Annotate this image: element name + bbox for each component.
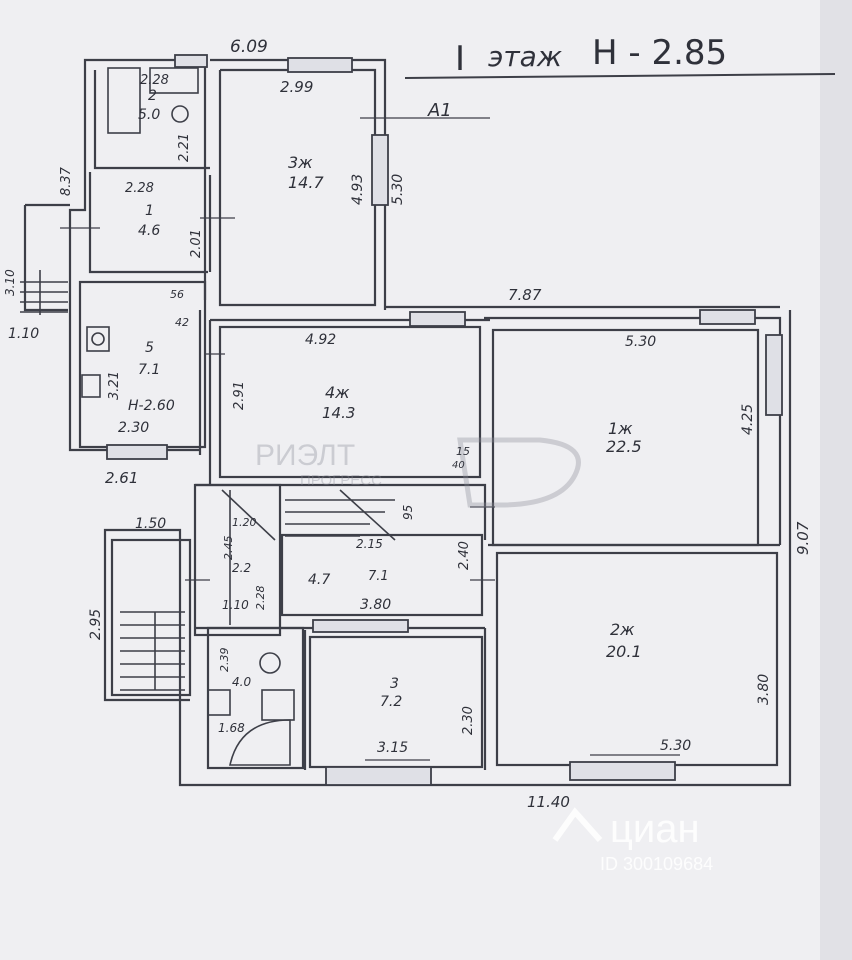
dim-228-b: 2.28 xyxy=(125,181,154,196)
room-3-area: 7.2 xyxy=(380,694,402,710)
dim-425: 4.25 xyxy=(740,404,756,435)
dim-top-width: 6.09 xyxy=(230,37,268,57)
label-a1: А1 xyxy=(427,100,452,121)
rielt-wordmark: РИЭЛТ xyxy=(255,439,355,472)
room-1-number: 1 xyxy=(145,203,154,219)
dim-295: 2.95 xyxy=(88,609,104,640)
dim-120: 1.20 xyxy=(232,516,257,529)
bathtub-fixture xyxy=(107,67,141,134)
room-1zh-number: 1ж xyxy=(608,419,633,438)
room-5-number: 5 xyxy=(145,340,154,356)
stairs xyxy=(20,270,396,691)
floor-height: Н - 2.85 xyxy=(592,33,727,73)
labels: А1 6.09 2.99 2.28 2.28 2.21 2 5.0 3ж 14.… xyxy=(3,37,812,811)
cian-house-icon xyxy=(552,807,603,842)
room-3zh-area: 14.7 xyxy=(288,173,324,192)
dim-380: 3.80 xyxy=(360,597,391,613)
dim-22: 2.2 xyxy=(232,561,251,575)
dim-787: 7.87 xyxy=(508,286,542,304)
room-4zh-area: 14.3 xyxy=(322,404,355,422)
dim-168: 1.68 xyxy=(218,721,245,735)
dim-315: 3.15 xyxy=(377,740,408,756)
dim-837: 8.37 xyxy=(59,166,74,196)
toilet-fixture xyxy=(171,105,189,123)
dim-95: 95 xyxy=(401,505,415,520)
dim-530-c: 5.30 xyxy=(660,738,691,754)
stove-fixture xyxy=(86,326,110,352)
dim-221: 2.21 xyxy=(177,133,192,162)
rielt-logo-icon xyxy=(457,437,581,508)
sink-fixture xyxy=(149,67,199,94)
dim-239: 2.39 xyxy=(218,648,231,673)
room-5-area: 7.1 xyxy=(138,362,160,378)
dim-291: 2.91 xyxy=(232,381,247,410)
dim-321: 3.21 xyxy=(107,371,122,400)
dim-230-b: 2.30 xyxy=(461,706,476,735)
room-2-number: 2 xyxy=(148,88,157,104)
dim-201: 2.01 xyxy=(189,229,204,258)
dim-245: 2.45 xyxy=(222,536,235,561)
rielt-watermark: РИЭЛТ ПРОГРЕСС xyxy=(255,437,581,508)
height-260: Н-2.60 xyxy=(128,398,175,414)
dim-71: 7.1 xyxy=(368,569,389,584)
dim-1140: 11.40 xyxy=(527,793,570,811)
room-3-number: 3 xyxy=(390,676,399,692)
cian-name: циан xyxy=(610,807,700,851)
dim-15: 15 xyxy=(456,445,470,458)
dim-907: 9.07 xyxy=(794,521,812,555)
dimension-lines xyxy=(60,117,680,761)
room-1zh-area: 22.5 xyxy=(606,437,642,456)
dim-240: 2.40 xyxy=(457,541,472,570)
room-4zh-number: 4ж xyxy=(325,383,350,402)
fixtures xyxy=(81,67,295,766)
room-1-area: 4.6 xyxy=(138,223,160,239)
toilet-fixture-2 xyxy=(259,652,281,674)
dim-42: 42 xyxy=(175,316,189,329)
dim-150: 1.50 xyxy=(135,516,166,532)
dim-56: 56 xyxy=(170,288,184,301)
room-2zh-area: 20.1 xyxy=(606,642,642,661)
dim-110-b: 1.10 xyxy=(222,598,249,612)
dim-110-a: 1.10 xyxy=(8,326,39,342)
floor-roman: I xyxy=(455,39,465,79)
dim-492: 4.92 xyxy=(305,332,336,348)
cian-watermark: циан ID 300109684 xyxy=(552,807,713,874)
dim-228-c: 2.28 xyxy=(254,586,267,611)
rielt-subline: ПРОГРЕСС xyxy=(300,472,382,489)
dim-215: 2.15 xyxy=(356,537,383,551)
room-2zh-number: 2ж xyxy=(610,620,635,639)
shower-fixture xyxy=(229,719,291,766)
dim-40-b: 4.0 xyxy=(232,675,251,689)
dim-228-a: 2.28 xyxy=(140,73,169,88)
dim-230: 2.30 xyxy=(118,420,149,436)
dim-40: 40 xyxy=(452,460,465,471)
paper-edge-shadow xyxy=(820,0,852,960)
cian-id: ID 300109684 xyxy=(600,854,713,874)
dim-310: 3.10 xyxy=(3,269,17,296)
dim-top-len: 2.99 xyxy=(280,78,313,96)
boiler-fixture xyxy=(81,374,101,398)
floor-word: этаж xyxy=(488,40,562,73)
dim-493: 4.93 xyxy=(350,174,366,205)
dim-380-b: 3.80 xyxy=(756,674,772,705)
room-3zh-number: 3ж xyxy=(288,153,313,172)
dim-530-a: 5.30 xyxy=(390,174,406,205)
dim-530-b: 5.30 xyxy=(625,334,656,350)
room-2-area: 5.0 xyxy=(138,107,160,123)
floor-header: I этаж Н - 2.85 xyxy=(404,33,836,79)
dim-261: 2.61 xyxy=(105,469,138,487)
dim-47: 4.7 xyxy=(308,572,330,588)
windows xyxy=(106,54,783,786)
